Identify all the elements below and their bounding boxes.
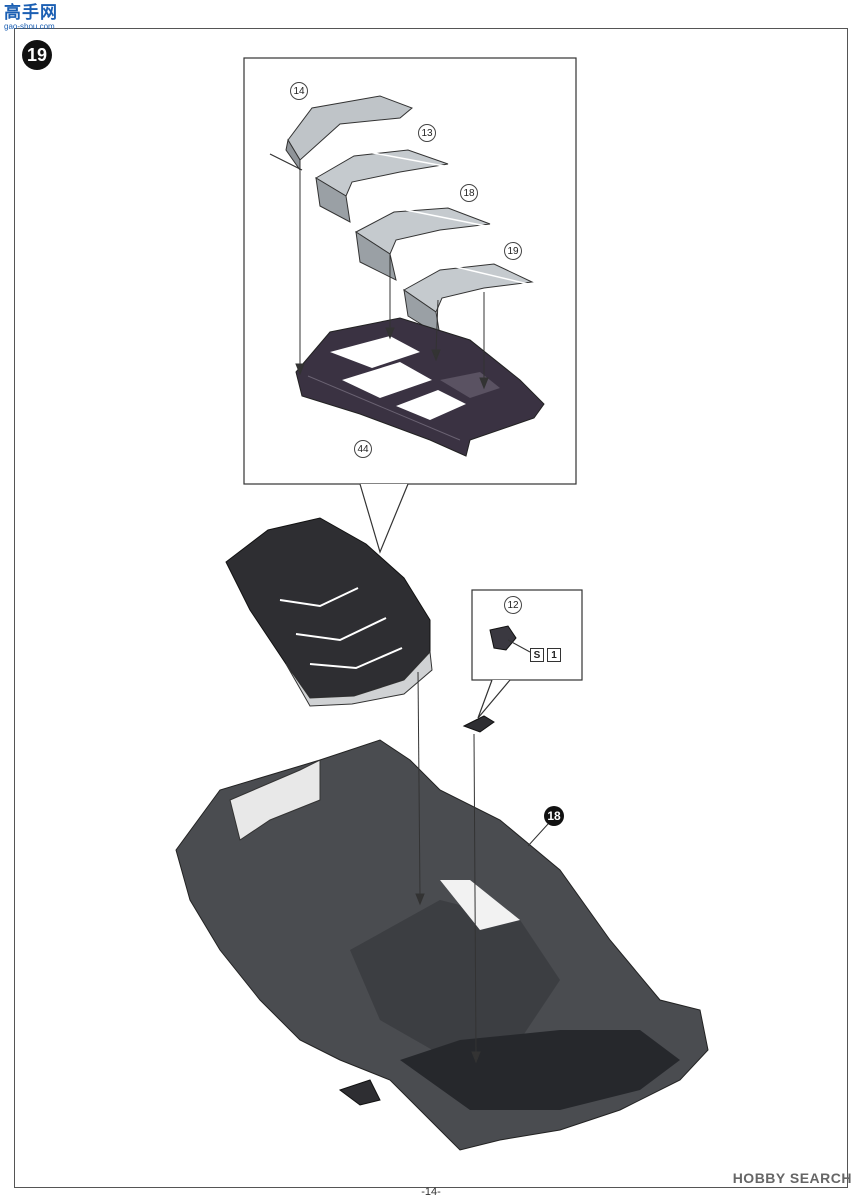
part-19-panel: [403, 263, 534, 338]
upper-assembly-arrows: [295, 168, 489, 390]
page-frame: [14, 28, 848, 1188]
lower-assembly-arrows: [415, 671, 481, 1064]
part-callout-18: 18: [460, 184, 478, 202]
detail-panel-pointer: [359, 483, 409, 554]
step-18-leader: [527, 823, 549, 847]
assembled-roof-piece: [225, 517, 433, 707]
site-logo: 高手网 gao-shou.com: [4, 4, 74, 34]
page-number: -14-: [421, 1186, 441, 1198]
part-callout-44: 44: [354, 440, 372, 458]
step-number-badge: 19: [22, 40, 52, 70]
paint-code-box: S 1: [530, 648, 561, 662]
detail-panel-frame: [243, 57, 577, 485]
part-12-shape: [489, 625, 531, 653]
car-body: [175, 739, 709, 1151]
part-callout-19: 19: [504, 242, 522, 260]
watermark-text: HOBBY SEARCH: [732, 1170, 852, 1186]
hobby-search-watermark: HOBBY SEARCH: [733, 1170, 852, 1186]
small-detail-pointer: [477, 679, 511, 719]
paint-code-s: S: [530, 648, 544, 662]
part-13-panel: [315, 149, 449, 223]
part-18-panel: [355, 207, 491, 281]
part-callout-13: 13: [418, 124, 436, 142]
part-callout-14: 14: [290, 82, 308, 100]
site-logo-url: gao-shou.com: [4, 22, 55, 31]
part-44-frame: [295, 317, 545, 457]
site-logo-name: 高手网: [4, 3, 58, 23]
part-callout-12: 12: [504, 596, 522, 614]
paint-code-1: 1: [547, 648, 561, 662]
step-18-reference-badge: 18: [544, 806, 564, 826]
part-12-installed: [462, 715, 495, 733]
small-detail-frame: [471, 589, 583, 681]
